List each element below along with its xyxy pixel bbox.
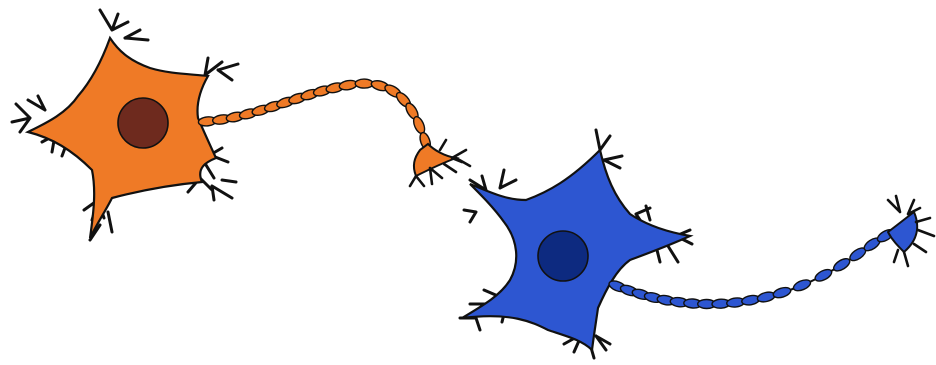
orange-neuron xyxy=(12,10,470,240)
myelin-segment xyxy=(355,79,373,88)
blue-nucleus xyxy=(538,231,588,281)
orange-axon xyxy=(198,79,432,151)
myelin-segment xyxy=(792,278,812,293)
myelin-segment xyxy=(832,256,852,273)
blue-neuron xyxy=(460,130,934,358)
myelin-segment xyxy=(756,290,776,303)
myelin-segment xyxy=(772,286,792,300)
blue-axon-terminal xyxy=(888,196,934,266)
myelin-segment xyxy=(813,267,833,283)
orange-cell-body xyxy=(28,38,216,238)
orange-nucleus xyxy=(118,98,168,148)
orange-axon-terminal xyxy=(410,140,470,186)
